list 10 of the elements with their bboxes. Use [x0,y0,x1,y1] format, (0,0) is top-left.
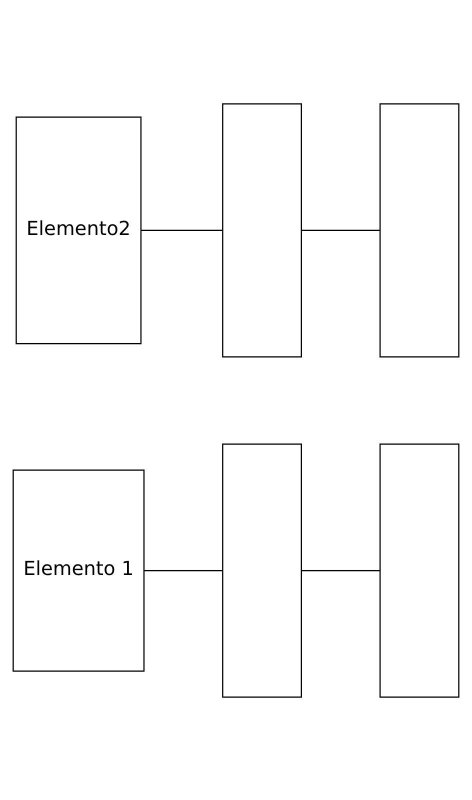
connector [144,570,223,571]
node-box [379,442,460,698]
connector [302,229,380,230]
node-box: Elemento2 [16,116,142,344]
connector [141,229,222,230]
node-box [222,102,302,358]
node-box [222,442,302,698]
connector [302,570,380,571]
node-box [379,102,460,358]
node-box: Elemento 1 [12,469,145,672]
